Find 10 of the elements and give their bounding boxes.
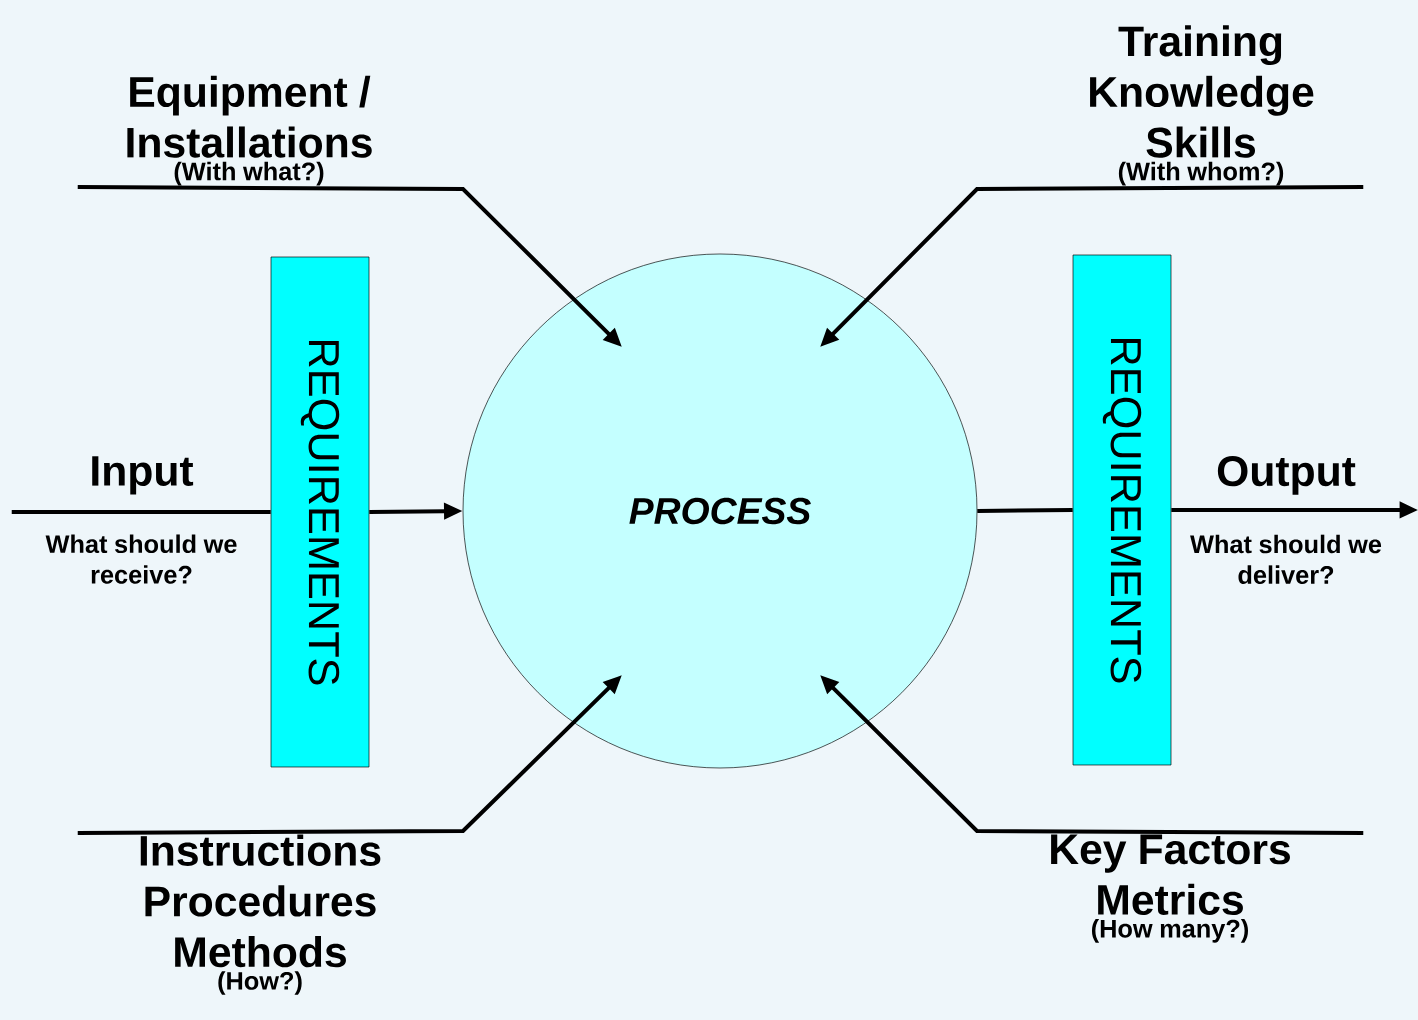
requirements-bar: REQUIREMENTS	[270, 256, 370, 768]
caption-text: Output What should we deliver?	[1190, 456, 1382, 584]
connector-line	[11, 510, 271, 514]
caption-text: Key Factors Metrics (How many?)	[1051, 834, 1290, 943]
caption-text: Instructions Procedures Methods (How?)	[140, 834, 381, 995]
connector-line	[977, 508, 1073, 513]
caption-text: Equipment / Installations (With what?)	[127, 75, 372, 186]
requirements-bar: REQUIREMENTS	[1072, 254, 1172, 766]
caption-text: Training Knowledge Skills (With whom?)	[1090, 25, 1314, 186]
caption-text: Input What should we receive?	[45, 456, 237, 584]
